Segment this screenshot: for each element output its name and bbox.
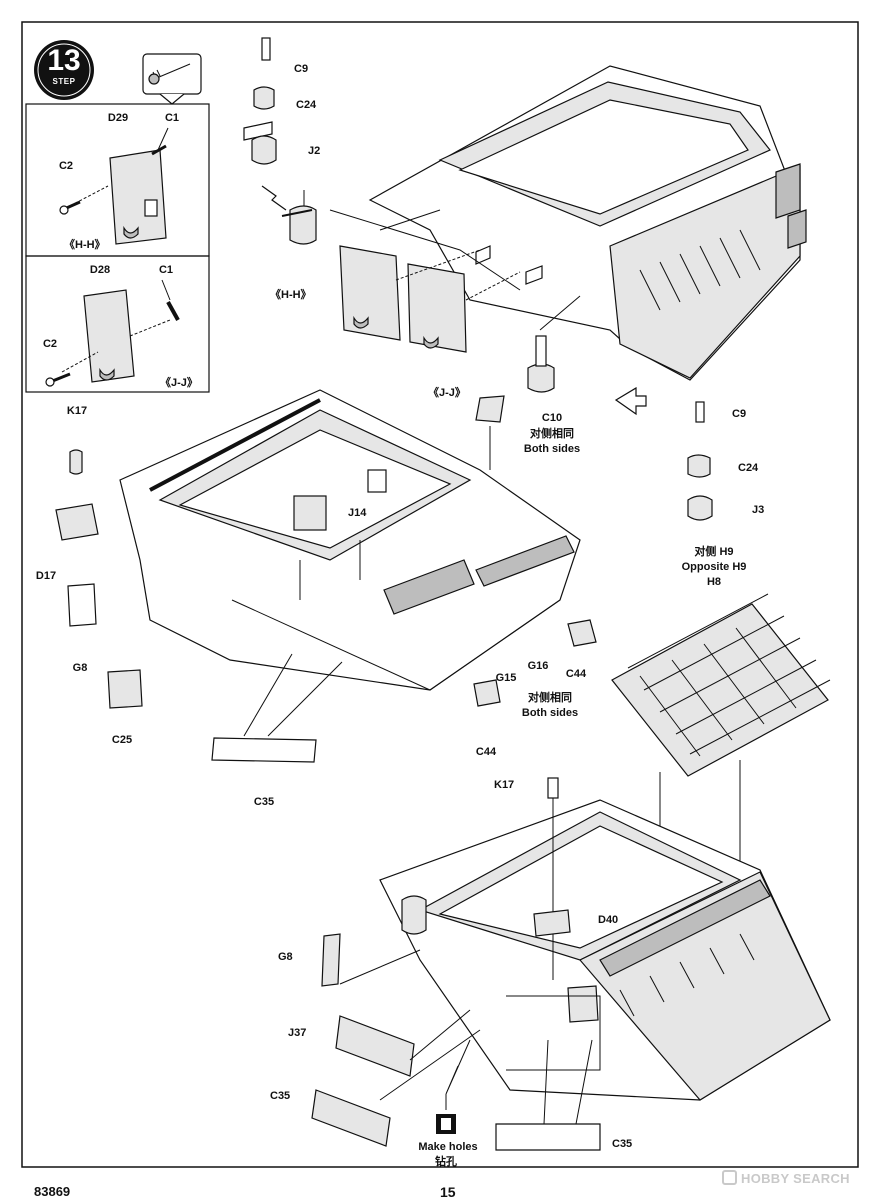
label-c1-jj: C1 xyxy=(158,264,174,276)
view-label-hh: 《H-H》 xyxy=(270,289,312,301)
label-make-holes-cn: 钻孔 xyxy=(435,1156,457,1168)
label-c44-b: C44 xyxy=(475,746,497,758)
label-c10-cn: 对侧相同 xyxy=(530,428,574,440)
label-both-cn: 对侧相同 xyxy=(528,692,572,704)
label-c35-left: C35 xyxy=(270,1090,291,1102)
label-j2: J2 xyxy=(308,145,321,157)
inset-box-jj xyxy=(25,255,210,393)
label-d17: D17 xyxy=(35,570,57,582)
product-code: 83869 xyxy=(34,1184,71,1199)
view-label-jj: 《J-J》 xyxy=(428,387,466,399)
label-c44-a: C44 xyxy=(565,668,587,680)
step-word: STEP xyxy=(52,77,76,86)
label-make-holes: Make holes xyxy=(418,1141,478,1153)
label-h9-en: Opposite H9 xyxy=(681,561,747,573)
label-d28: D28 xyxy=(89,264,111,276)
label-d40: D40 xyxy=(598,914,619,926)
label-c9-top: C9 xyxy=(294,63,309,75)
label-d29: D29 xyxy=(107,112,129,124)
label-c2-jj: C2 xyxy=(42,338,58,350)
step-badge: 13 STEP xyxy=(32,40,96,100)
watermark-logo-icon xyxy=(722,1170,737,1185)
label-g16: G16 xyxy=(527,660,549,672)
label-both-en: Both sides xyxy=(521,707,579,719)
page-number: 15 xyxy=(440,1184,456,1200)
step-number: 13 xyxy=(47,44,81,77)
label-c24-right: C24 xyxy=(738,462,759,474)
label-j3: J3 xyxy=(752,504,765,516)
label-c1-hh: C1 xyxy=(164,112,180,124)
watermark-text: HOBBY SEARCH xyxy=(741,1171,850,1186)
label-c2-hh: C2 xyxy=(58,160,74,172)
label-c35-mid: C35 xyxy=(253,796,275,808)
label-c10-en: Both sides xyxy=(523,443,581,455)
label-j14: J14 xyxy=(348,507,367,519)
label-h9-cn: 对侧 H9 xyxy=(694,546,734,558)
label-g8-bottom: G8 xyxy=(278,951,293,963)
view-label-jj-inset: 《J-J》 xyxy=(160,377,198,389)
label-g8-mid: G8 xyxy=(72,662,88,674)
label-k17-bottom: K17 xyxy=(494,779,515,791)
label-c10: C10 xyxy=(541,412,563,424)
label-c24-top: C24 xyxy=(296,99,317,111)
label-j37: J37 xyxy=(288,1027,307,1039)
label-h8: H8 xyxy=(706,576,722,588)
watermark: HOBBY SEARCH xyxy=(722,1170,850,1186)
label-c25: C25 xyxy=(111,734,133,746)
label-k17-mid: K17 xyxy=(66,405,88,417)
label-g15: G15 xyxy=(495,672,517,684)
label-c9-right: C9 xyxy=(732,408,747,420)
view-label-hh-inset: 《H-H》 xyxy=(64,239,106,251)
label-c35-right: C35 xyxy=(612,1138,633,1150)
